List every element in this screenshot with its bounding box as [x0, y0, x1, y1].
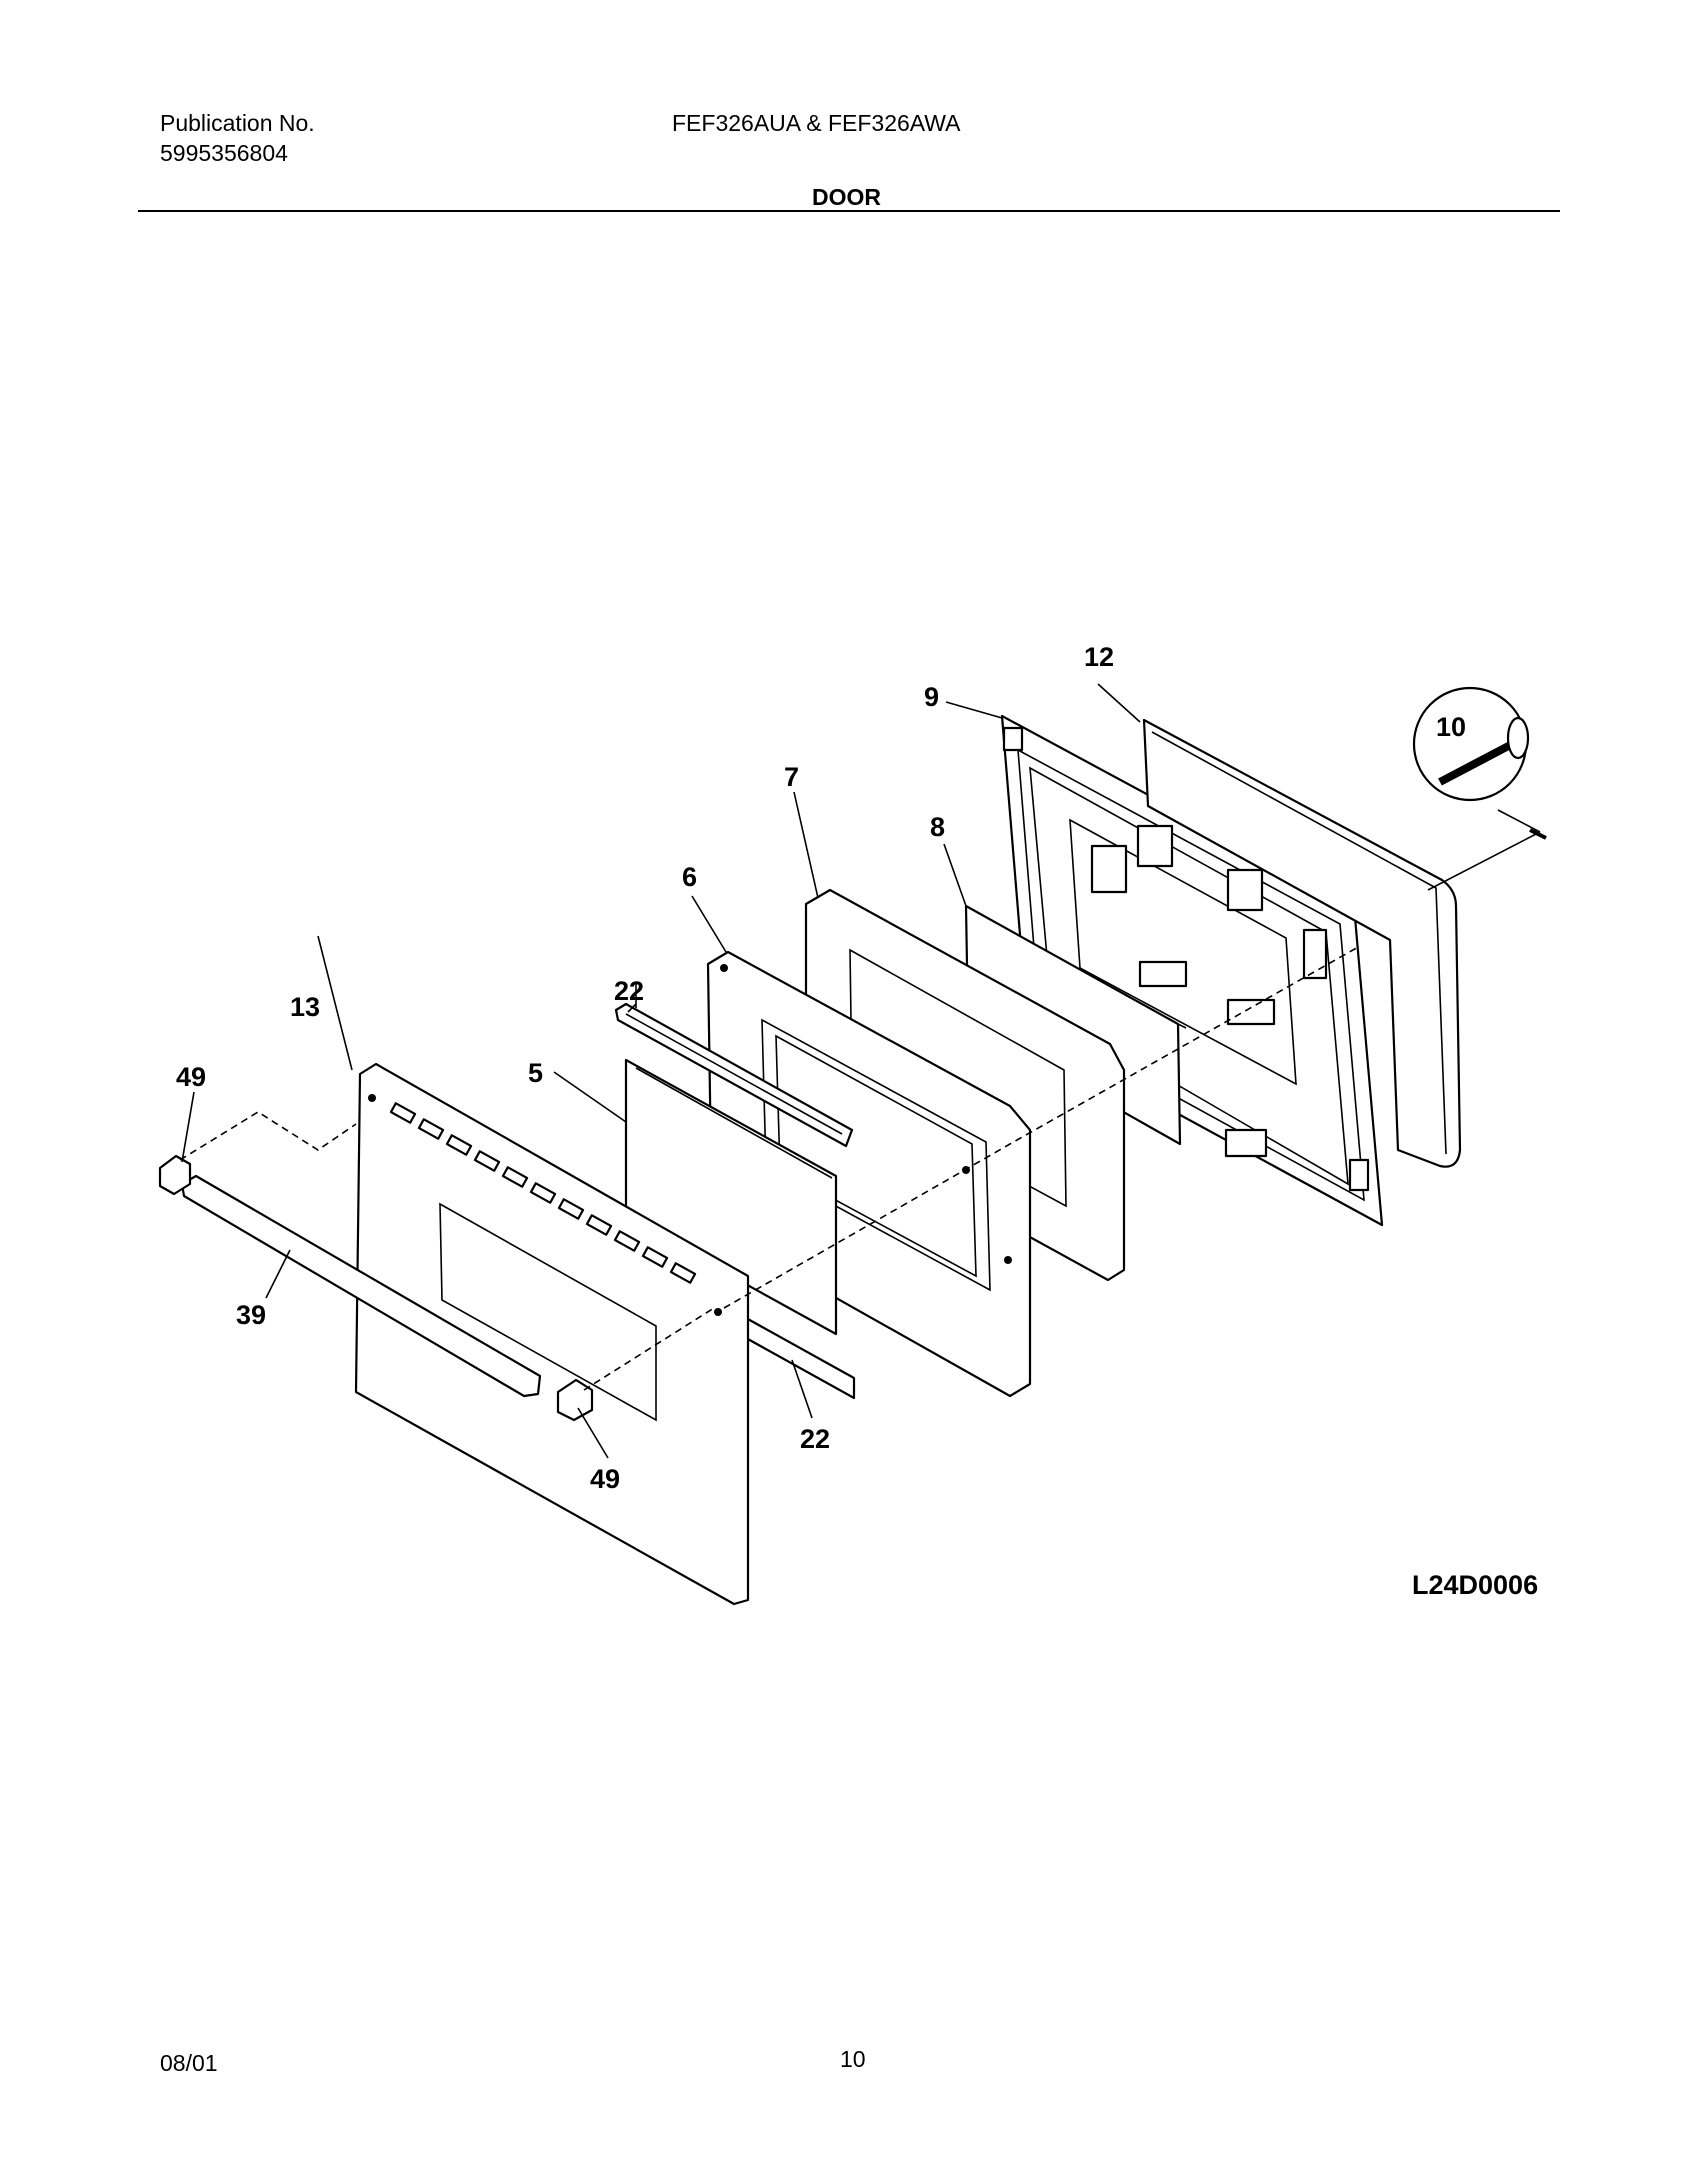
- callout-8: 8: [930, 812, 945, 842]
- callout-12: 12: [1084, 642, 1114, 672]
- callout-5: 5: [528, 1058, 543, 1088]
- callout-6: 6: [682, 862, 697, 892]
- callout-39: 39: [236, 1300, 266, 1330]
- part-39-handle: [180, 1174, 542, 1398]
- callout-22-lower: 22: [800, 1424, 830, 1454]
- model-numbers: FEF326AUA & FEF326AWA: [672, 110, 961, 136]
- part-13-outer-panel: [354, 1062, 750, 1606]
- assembly-line-rear: [723, 945, 1361, 1309]
- header-rule: [138, 210, 1560, 212]
- part-6-inner-panel: [706, 950, 1032, 1398]
- part-49-handle-caps: [158, 1154, 594, 1422]
- assembly-line-right-cap: [583, 1307, 715, 1391]
- publication-label: Publication No.: [160, 110, 315, 136]
- part-22-upper-rail: [614, 1002, 854, 1148]
- part-5-front-glass: [624, 1058, 838, 1336]
- assembly-line-left-cap: [179, 1111, 357, 1161]
- leader-lines: [181, 683, 1141, 1459]
- callout-9: 9: [924, 682, 939, 712]
- callout-49-left: 49: [176, 1062, 206, 1092]
- callout-7: 7: [784, 762, 799, 792]
- callout-22-upper: 22: [614, 976, 644, 1006]
- part-10-screw-detail: [1412, 686, 1547, 891]
- footer-page-number: 10: [840, 2046, 866, 2072]
- part-22-lower-rail: [744, 1316, 856, 1400]
- callout-10: 10: [1436, 712, 1466, 742]
- part-12-gasket: [1142, 718, 1462, 1168]
- footer-date: 08/01: [160, 2050, 218, 2076]
- callout-49-right: 49: [590, 1464, 620, 1494]
- callout-13: 13: [290, 992, 320, 1022]
- drawing-id: L24D0006: [1412, 1570, 1538, 1600]
- section-title: DOOR: [812, 184, 881, 210]
- publication-number: 5995356804: [160, 140, 288, 166]
